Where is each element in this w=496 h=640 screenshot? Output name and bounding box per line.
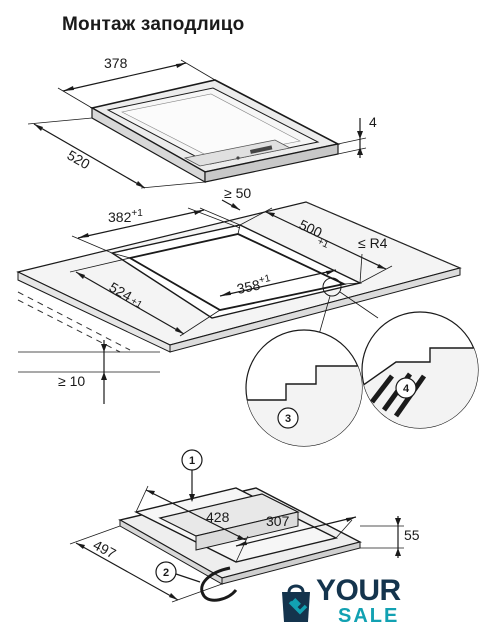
dim-358-tol: +1 [258, 273, 272, 286]
dim-4-label: 4 [369, 114, 377, 130]
dim-520: 520 [27, 117, 206, 189]
dim-min-50: ≥ 50 [187, 185, 251, 229]
dim-358-value: 358 [235, 276, 261, 297]
shopping-bag-icon [282, 584, 310, 622]
marker-3: 3 [285, 413, 291, 425]
dim-382-tol: +1 [131, 208, 143, 219]
dim-307: 307 [235, 513, 357, 547]
cooktop-illustration [89, 79, 341, 184]
dim-497-label: 497 [91, 537, 119, 562]
detail-circle-4: 4 [361, 311, 479, 429]
dim-min-10: ≥ 10 [18, 340, 160, 404]
dim-500-tol: +1 [315, 236, 330, 251]
svg-text:500+1: 500+1 [294, 216, 335, 251]
marker-1: 1 [189, 455, 195, 467]
marker-2-group: 2 [155, 561, 201, 583]
dim-55: 55 [360, 516, 420, 558]
dim-428: 428 [135, 485, 249, 563]
page-title: Монтаж заподлицо [62, 14, 245, 35]
leader-detail-3 [317, 295, 331, 339]
dim-358: 358+1 [219, 269, 337, 297]
watermark-word-your: YOUR [316, 574, 401, 607]
detail-circle-3: 3 [245, 329, 363, 447]
dim-520-label: 520 [65, 147, 93, 173]
marker-4: 4 [403, 383, 410, 395]
dim-428-label: 428 [206, 509, 230, 525]
unit-bottom-illustration [118, 487, 362, 602]
dim-min-10-label: ≥ 10 [58, 373, 85, 389]
watermark-word-sale: SALE [338, 605, 400, 627]
marker-2: 2 [163, 567, 169, 579]
dim-524-tol: +1 [128, 296, 144, 311]
marker-1-group: 1 [181, 449, 203, 502]
dim-4: 4 [337, 114, 377, 158]
svg-text:358+1: 358+1 [235, 273, 273, 297]
dim-378-label: 378 [104, 55, 128, 71]
dim-radius: ≤ R4 [358, 235, 388, 284]
worktop-illustration [16, 201, 462, 353]
watermark-logo: YOUR SALE [276, 574, 440, 632]
dim-500: 500+1 [239, 207, 393, 284]
dim-radius-label: ≤ R4 [358, 235, 388, 251]
dim-382-value: 382 [108, 209, 132, 225]
dim-378: 378 [57, 55, 216, 109]
dim-55-label: 55 [404, 527, 420, 543]
dim-307-label: 307 [266, 513, 290, 529]
svg-text:382+1: 382+1 [108, 208, 143, 225]
leader-detail-4 [339, 291, 379, 319]
dim-min-50-label: ≥ 50 [224, 185, 251, 201]
dim-382: 382+1 [71, 207, 241, 254]
